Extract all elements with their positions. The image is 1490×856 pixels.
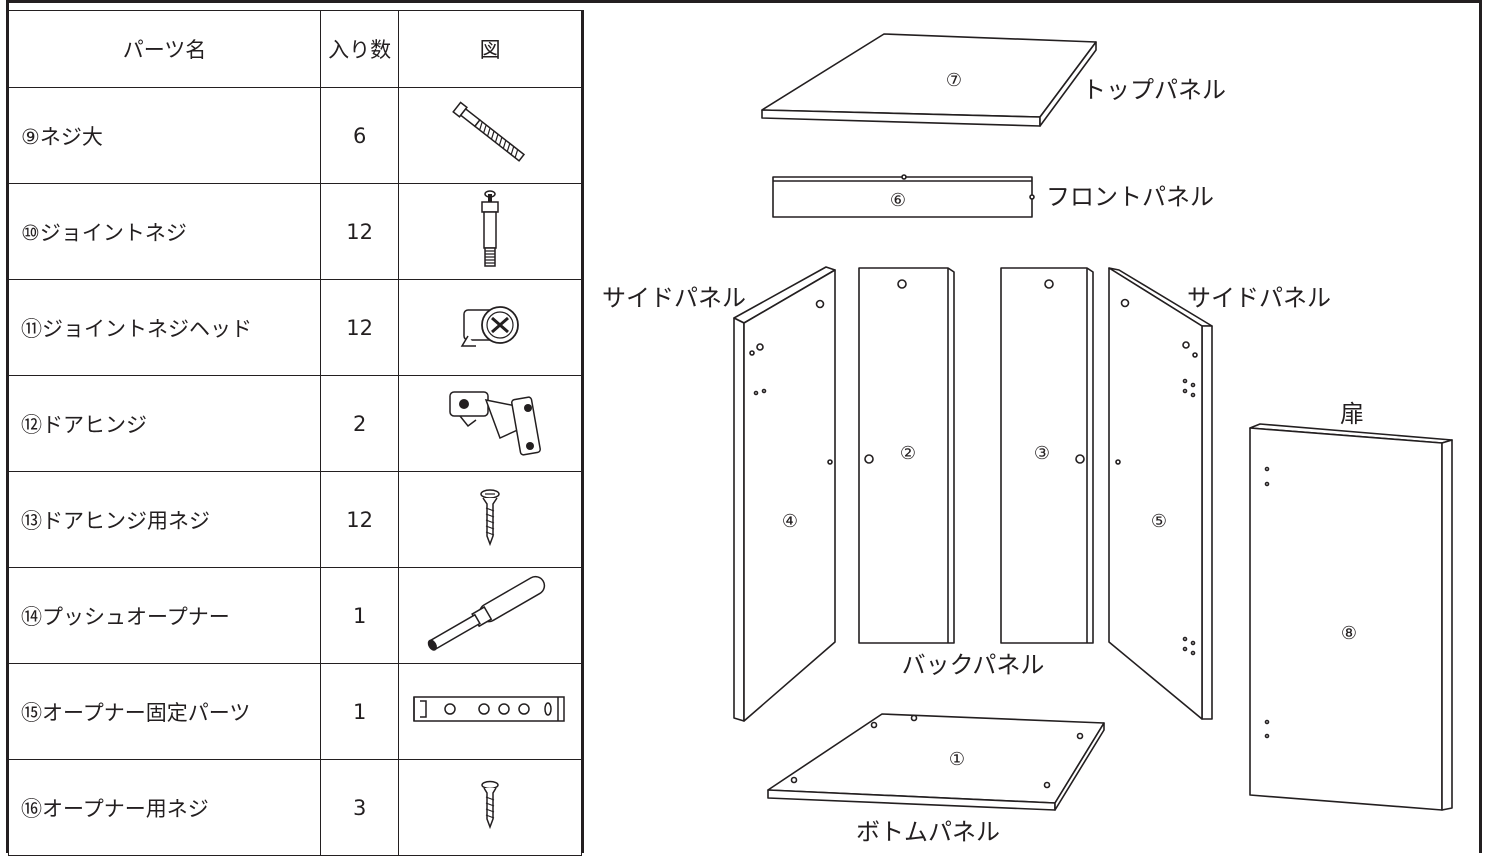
part-name: ⑨ネジ大 (8, 87, 321, 184)
label-front-panel: フロントパネル (1046, 183, 1214, 211)
back-panel-left (858, 267, 955, 644)
part-quantity: 12 (319, 471, 400, 568)
part-name: ⑫ドアヒンジ (8, 375, 321, 472)
label-top-panel: トップパネル (1082, 76, 1226, 104)
front-panel (772, 174, 1035, 218)
hinge-screw-icon (480, 489, 500, 547)
part-quantity: 12 (319, 183, 400, 280)
large-screw-icon (452, 101, 526, 162)
table-row: ⑭プッシュオープナー 1 (8, 567, 582, 664)
number-side-right: ⑤ (1151, 511, 1167, 532)
label-side-panel-left: サイドパネル (602, 284, 746, 312)
table-header-row: パーツ名 入り数 図 (8, 10, 582, 88)
opener-bracket-icon (413, 696, 565, 722)
part-quantity: 1 (319, 663, 400, 760)
push-opener-icon (427, 575, 546, 651)
table-row: ⑨ネジ大 6 (8, 87, 582, 184)
part-name: ⑮オープナー固定パーツ (8, 663, 321, 760)
joint-screw-head-icon (460, 306, 520, 347)
number-door: ⑧ (1341, 623, 1357, 644)
label-back-panel: バックパネル (902, 651, 1045, 679)
part-quantity: 6 (319, 87, 400, 184)
part-name: ⑬ドアヒンジ用ネジ (8, 471, 321, 568)
number-front: ⑥ (890, 190, 906, 211)
part-name: ⑯オープナー用ネジ (8, 759, 321, 856)
number-back-right: ③ (1034, 443, 1050, 464)
number-back-left: ② (900, 443, 916, 464)
opener-screw-icon (481, 780, 499, 830)
header-quantity: 入り数 (319, 10, 400, 88)
label-door: 扉 (1340, 400, 1364, 428)
door-hinge-icon (449, 391, 542, 456)
parts-table: パーツ名 入り数 図 ⑨ネジ大 6 ⑩ジョイントネジ 12 (8, 10, 582, 856)
header-part-name: パーツ名 (8, 10, 321, 88)
part-name: ⑭プッシュオープナー (8, 567, 321, 664)
part-quantity: 3 (319, 759, 400, 856)
back-panel-right (1000, 267, 1094, 644)
sheet-frame (6, 0, 1482, 853)
table-row: ⑯オープナー用ネジ 3 (8, 759, 582, 856)
door-panel (1249, 423, 1453, 811)
part-name: ⑪ジョイントネジヘッド (8, 279, 321, 376)
table-row: ⑮オープナー固定パーツ 1 (8, 663, 582, 760)
exploded-assembly-diagram: ⑦ ⑥ ④ ② ③ ⑤ ⑧ ① トップパネル フロントパネル サイドパネル サイ… (602, 33, 1453, 846)
column-separator (582, 10, 584, 853)
part-name: ⑩ジョイントネジ (8, 183, 321, 280)
number-side-left: ④ (782, 511, 798, 532)
bottom-panel (767, 713, 1105, 811)
table-row: ⑪ジョイントネジヘッド 12 (8, 279, 582, 376)
table-row: ⑩ジョイントネジ 12 (8, 183, 582, 280)
top-panel (761, 33, 1097, 127)
joint-screw-icon (481, 190, 499, 267)
side-panel-left (733, 266, 836, 722)
part-quantity: 1 (319, 567, 400, 664)
part-quantity: 12 (319, 279, 400, 376)
table-row: ⑬ドアヒンジ用ネジ 12 (8, 471, 582, 568)
label-side-panel-right: サイドパネル (1187, 284, 1331, 312)
label-bottom-panel: ボトムパネル (856, 818, 1000, 846)
side-panel-right (1108, 267, 1213, 720)
part-quantity: 2 (319, 375, 400, 472)
table-row: ⑫ドアヒンジ 2 (8, 375, 582, 472)
number-top: ⑦ (946, 70, 962, 91)
number-bottom: ① (949, 749, 965, 770)
header-figure: 図 (398, 10, 582, 88)
